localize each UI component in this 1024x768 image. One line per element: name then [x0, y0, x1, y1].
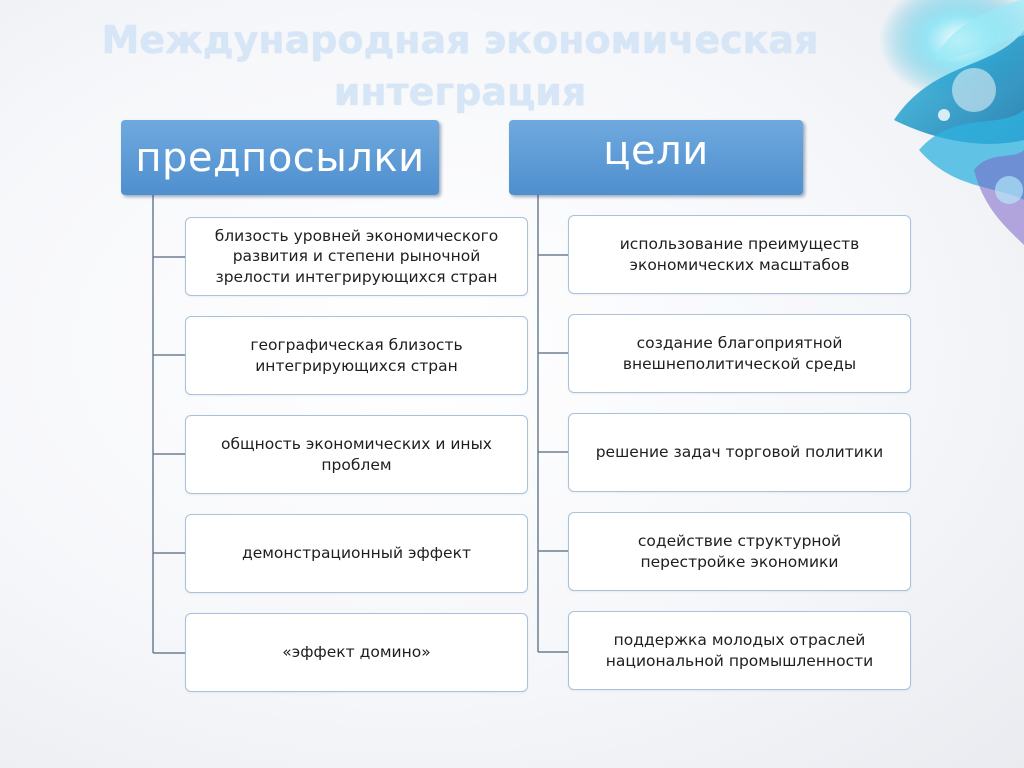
- prerequisite-item: демонстрационный эффект: [185, 514, 528, 593]
- goal-item: поддержка молодых отраслей национальной …: [568, 611, 911, 690]
- prerequisite-item: близость уровней экономического развития…: [185, 217, 528, 296]
- prerequisite-item: общность экономических и иных проблем: [185, 415, 528, 494]
- goal-item: содействие структурной перестройке эконо…: [568, 512, 911, 591]
- prerequisite-item: географическая близость интегрирующихся …: [185, 316, 528, 395]
- goals-header: цели: [509, 120, 803, 195]
- floral-decoration-icon: [879, 0, 1024, 245]
- prerequisites-header: предпосылки: [121, 120, 439, 195]
- goal-item: создание благоприятной внешнеполитическо…: [568, 314, 911, 393]
- goal-item: решение задач торговой политики: [568, 413, 911, 492]
- prerequisite-item: «эффект домино»: [185, 613, 528, 692]
- slide-title-line2: интеграция: [333, 70, 587, 114]
- slide-title-line1: Международная экономическая: [101, 18, 819, 62]
- goal-item: использование преимуществ экономических …: [568, 215, 911, 294]
